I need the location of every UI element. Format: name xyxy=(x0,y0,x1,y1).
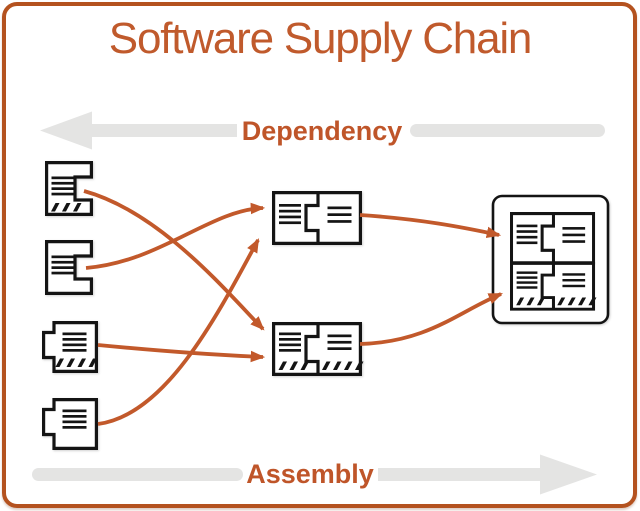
source-doc-hatched-icon xyxy=(47,163,92,215)
product-module-bottom-icon xyxy=(512,263,597,309)
module-plain-icon xyxy=(274,193,361,244)
edge-module-hatched-to-product xyxy=(359,292,503,346)
edge-doc-hatched-to-module-hatched xyxy=(83,189,265,331)
dependency-label: Dependency xyxy=(241,116,403,146)
source-pkg-hatched-icon xyxy=(44,323,97,372)
edge-doc-plain-to-module-plain xyxy=(85,202,266,270)
dependency-flow-arrow xyxy=(40,111,605,150)
assembly-flow-arrow xyxy=(32,454,597,495)
edge-pkg-plain-to-module-plain xyxy=(97,238,260,426)
source-pkg-plain-icon xyxy=(41,398,99,450)
assembly-label: Assembly xyxy=(246,459,374,489)
product-module-top-icon xyxy=(512,214,594,263)
edges xyxy=(83,189,503,426)
source-doc-plain-icon xyxy=(44,240,94,295)
edge-pkg-hatched-to-module-hatched xyxy=(97,343,266,363)
product-box xyxy=(491,194,610,325)
edge-module-plain-to-product xyxy=(359,213,502,239)
module-hatched-icon xyxy=(274,324,364,375)
diagram-title: Software Supply Chain xyxy=(108,14,533,63)
